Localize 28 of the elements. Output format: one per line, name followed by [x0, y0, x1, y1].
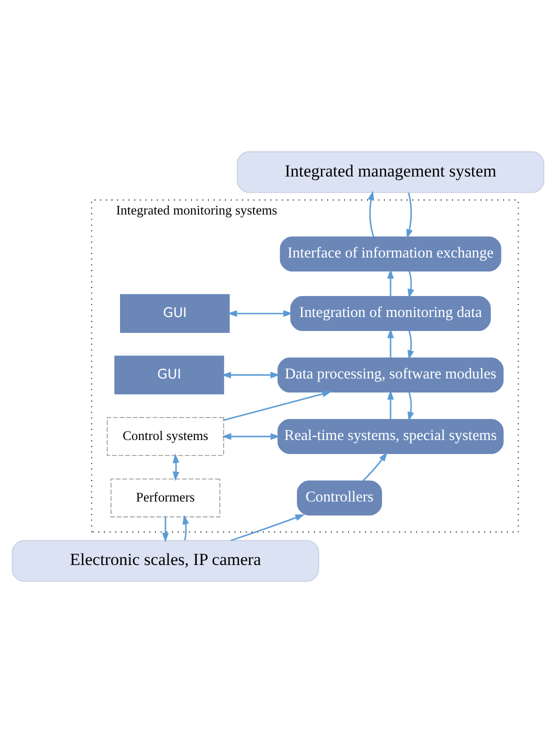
arrow — [182, 514, 190, 540]
arrow — [162, 516, 169, 542]
node-box: Real-time systems, special systems — [278, 419, 504, 454]
node-box: Control systems — [106, 417, 224, 456]
node-box: Controllers — [296, 480, 382, 516]
arrow — [387, 328, 394, 358]
node-box: Interface of information exchange — [280, 236, 502, 272]
arrow — [368, 190, 374, 237]
arrow — [172, 454, 180, 482]
node-box: Electronic scales, IP camera — [12, 540, 320, 582]
node-box: Integration of monitoring data — [290, 296, 491, 332]
node-box: Integrated management system — [236, 151, 544, 193]
arrow — [224, 390, 332, 421]
arrow — [362, 452, 388, 482]
node-box: GUI — [114, 356, 224, 394]
arrow — [230, 514, 305, 542]
arrow — [406, 192, 413, 239]
arrow — [222, 433, 280, 440]
arrow — [387, 390, 394, 420]
node-box: Performers — [110, 478, 220, 518]
node-box: Data processing, software modules — [278, 358, 504, 393]
node-box: GUI — [120, 294, 230, 333]
arrow — [408, 330, 414, 360]
arrow — [387, 269, 394, 296]
arrow — [222, 372, 280, 378]
arrow — [408, 271, 414, 298]
arrow — [228, 310, 293, 317]
arrow — [408, 392, 414, 422]
